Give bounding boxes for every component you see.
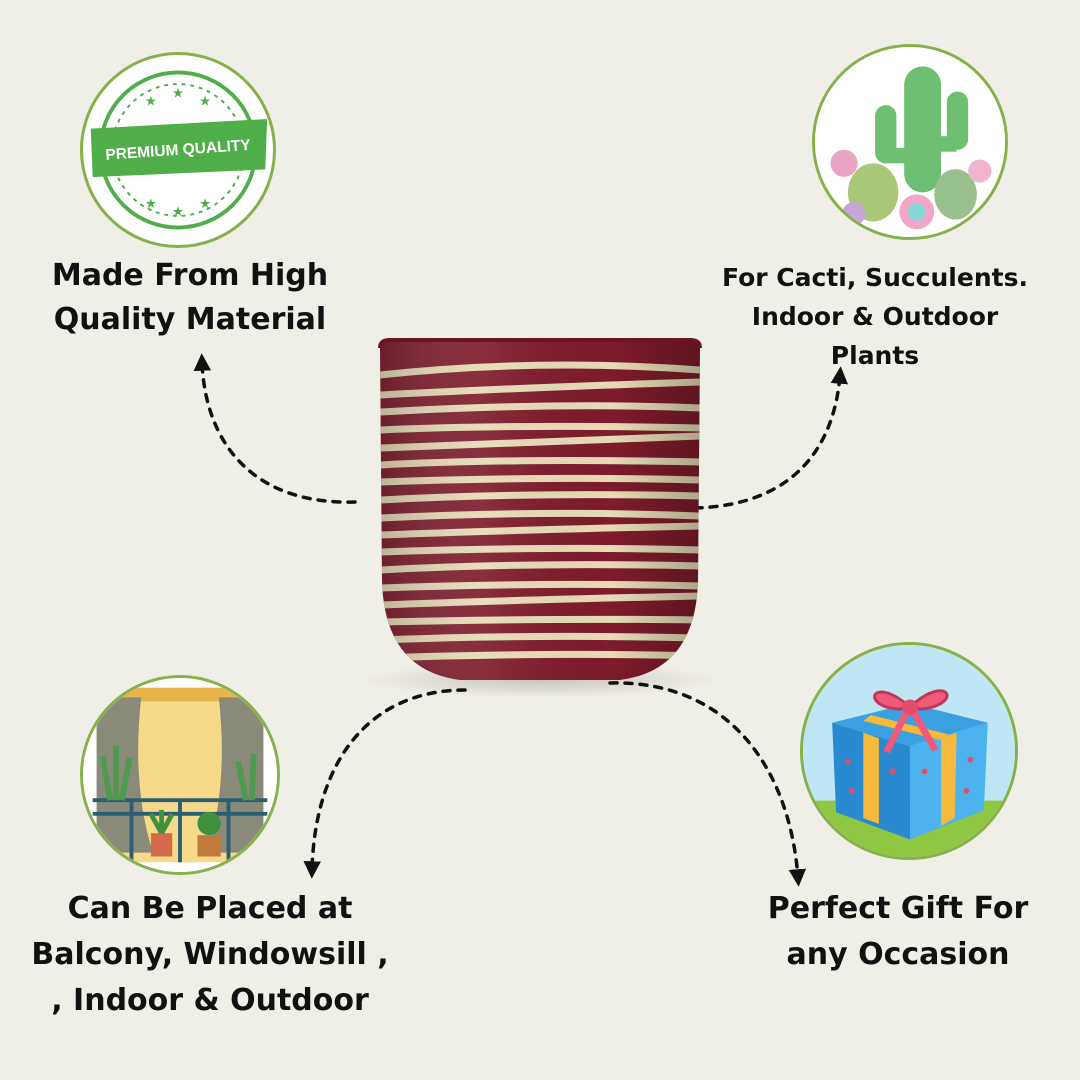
feature-line: Quality Material: [53, 302, 327, 337]
svg-text:★: ★: [145, 196, 157, 212]
feature-line: Indoor & Outdoor: [751, 302, 999, 331]
feature-text-gift: Perfect Gift For any Occasion: [738, 886, 1058, 978]
svg-text:★: ★: [172, 204, 184, 220]
feature-text-placement: Can Be Placed at Balcony, Windowsill , ,…: [20, 886, 400, 1024]
feature-line: any Occasion: [786, 937, 1010, 972]
feature-line: Plants: [830, 341, 920, 370]
svg-text:★: ★: [199, 93, 211, 109]
balcony-window-plants-icon: [80, 675, 280, 875]
svg-text:★: ★: [172, 86, 184, 102]
striped-ceramic-pot: [360, 338, 720, 698]
svg-text:★: ★: [199, 196, 211, 212]
feature-line: Perfect Gift For: [767, 891, 1029, 926]
cacti-succulents-icon: [812, 44, 1008, 240]
feature-text-quality: Made From High Quality Material: [30, 254, 350, 342]
gift-box-icon: [800, 642, 1018, 860]
arrow-top-left: [193, 353, 357, 504]
premium-quality-badge-icon: ★★★ ★★★ PREMIUM QUALITY: [80, 52, 276, 248]
svg-text:★: ★: [145, 93, 157, 109]
feature-line: , Indoor & Outdoor: [51, 983, 369, 1018]
arrow-top-right: [693, 366, 849, 510]
feature-line: For Cacti, Succulents.: [722, 263, 1028, 292]
feature-line: Balcony, Windowsill ,: [31, 937, 389, 972]
arrow-bottom-left: [303, 688, 467, 879]
feature-text-plants: For Cacti, Succulents. Indoor & Outdoor …: [715, 258, 1035, 375]
arrow-bottom-right: [608, 681, 807, 887]
feature-line: Made From High: [51, 258, 329, 293]
feature-line: Can Be Placed at: [67, 891, 353, 926]
